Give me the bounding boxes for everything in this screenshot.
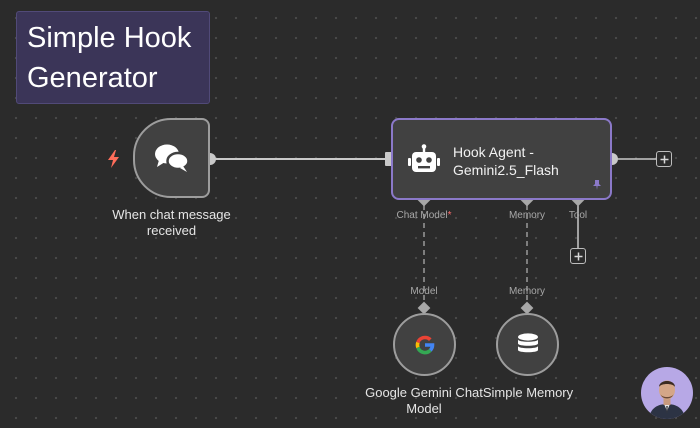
pin-icon[interactable]	[592, 180, 602, 190]
google-gemini-chat-model-node[interactable]	[393, 313, 456, 376]
chat-model-port-text: Chat Model	[396, 210, 448, 221]
memory-port-label: Memory	[508, 210, 546, 221]
add-tool-button[interactable]	[570, 248, 586, 264]
memory-node-port-label: Memory	[508, 286, 546, 297]
chat-trigger-label-line-1: When chat message	[112, 207, 231, 222]
hook-agent-title: Hook Agent - Gemini2.5_Flash	[453, 143, 559, 179]
hook-agent-title-line-2: Gemini2.5_Flash	[453, 162, 559, 178]
agent-input-port[interactable]	[385, 152, 392, 166]
chat-model-port-label: Chat Model*	[388, 210, 460, 222]
google-g-icon	[415, 335, 434, 354]
gemini-output-port[interactable]	[417, 301, 431, 315]
google-gemini-label: Google Gemini Chat Model	[354, 385, 494, 417]
simple-memory-label: Simple Memory	[482, 385, 574, 400]
required-marker: *	[447, 210, 452, 221]
sticky-note[interactable]: Simple Hook Generator	[16, 11, 210, 104]
chat-trigger-label-line-2: received	[146, 223, 197, 238]
hook-agent-node[interactable]: Hook Agent - Gemini2.5_Flash	[391, 118, 612, 200]
chat-trigger-label: When chat message received	[100, 207, 243, 239]
database-icon	[517, 332, 538, 352]
avatar[interactable]	[641, 367, 693, 419]
tool-port-label: Tool	[568, 210, 588, 221]
plus-icon	[660, 155, 668, 163]
trigger-bolt-icon	[108, 150, 119, 168]
google-gemini-label-line-2: Model	[406, 401, 442, 416]
avatar-portrait-icon	[649, 380, 685, 419]
robot-icon	[408, 144, 440, 172]
chat-bubbles-icon	[154, 144, 190, 172]
sticky-note-line-2: Generator	[27, 62, 158, 94]
gemini-port-label: Model	[410, 286, 438, 297]
add-node-button[interactable]	[656, 151, 672, 167]
plus-icon	[574, 252, 582, 260]
hook-agent-title-line-1: Hook Agent -	[453, 144, 534, 160]
sticky-note-line-1: Simple Hook	[27, 22, 192, 54]
google-gemini-label-line-1: Google Gemini Chat	[365, 385, 483, 400]
chat-trigger-node[interactable]	[133, 118, 210, 198]
simple-memory-node[interactable]	[496, 313, 559, 376]
